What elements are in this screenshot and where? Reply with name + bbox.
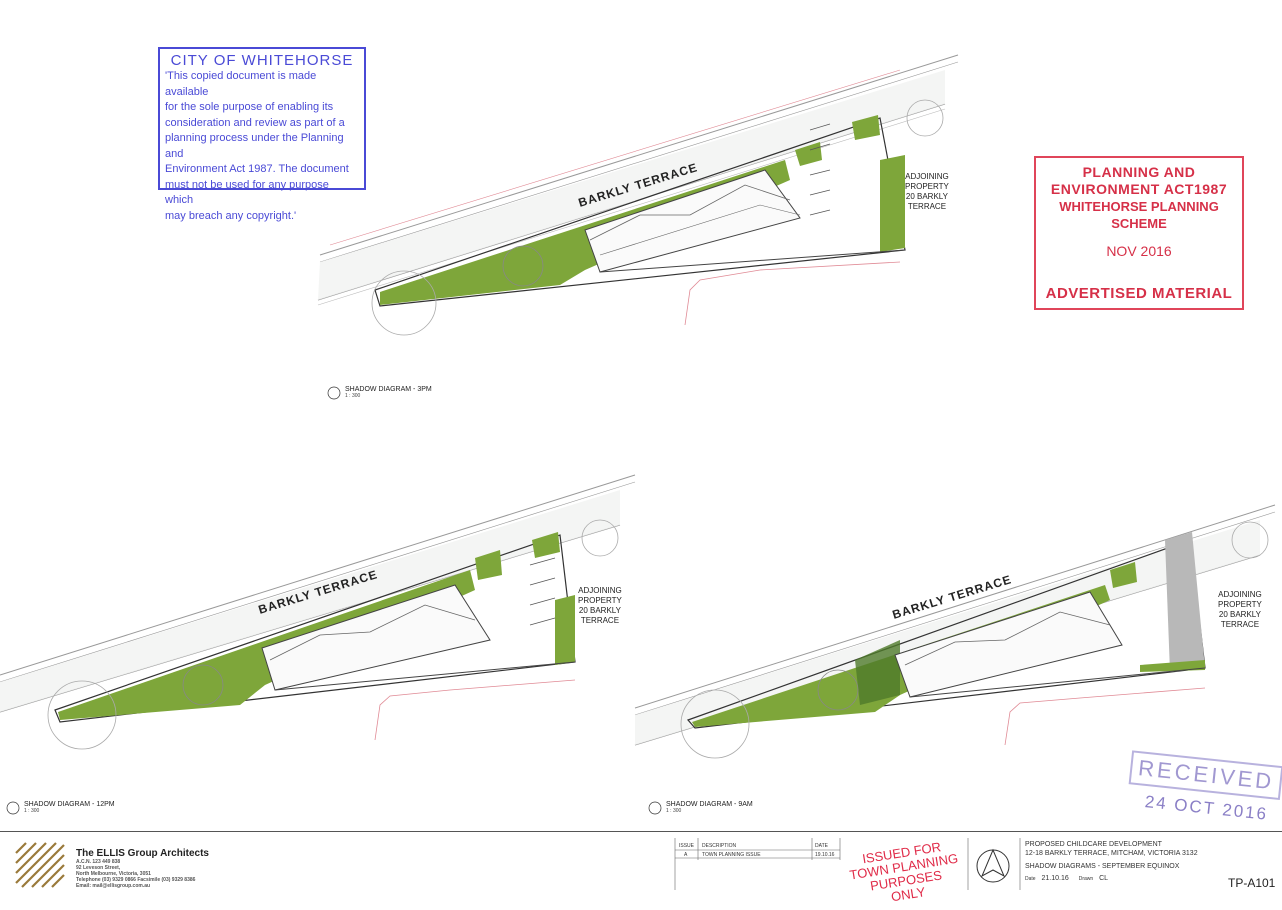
site-plan-3pm bbox=[317, 54, 959, 336]
drawing-number: TP-A101 bbox=[1228, 876, 1276, 890]
diagram-marker-icon bbox=[6, 386, 662, 815]
advertised-material-stamp: PLANNING AND ENVIRONMENT ACT1987 WHITEHO… bbox=[1034, 156, 1244, 310]
description-header: DESCRIPTION bbox=[702, 843, 737, 849]
north-arrow-icon bbox=[976, 848, 1010, 883]
sheet-title: SHADOW DIAGRAMS - SEPTEMBER EQUINOX bbox=[1025, 863, 1180, 870]
date-header: DATE bbox=[815, 843, 828, 849]
site-plans bbox=[0, 54, 1276, 890]
issue-value: A bbox=[684, 852, 688, 858]
firm-logo-icon bbox=[15, 842, 65, 889]
firm-name: The ELLIS Group Architects bbox=[76, 848, 209, 859]
issue-header: ISSUE bbox=[679, 843, 695, 849]
advertised-status: ADVERTISED MATERIAL bbox=[1045, 285, 1233, 302]
site-plan-9am bbox=[634, 504, 1276, 759]
project-details: PROPOSED CHILDCARE DEVELOPMENT 12-18 BAR… bbox=[1025, 841, 1198, 882]
firm-details: The ELLIS Group Architects A.C.N. 123 44… bbox=[76, 848, 209, 889]
title-block-border bbox=[0, 831, 1282, 832]
site-plan-12pm bbox=[0, 474, 636, 750]
issue-date-value: 19.10.16 bbox=[815, 852, 835, 858]
council-stamp-title: CITY OF WHITEHORSE bbox=[170, 52, 354, 69]
council-copyright-stamp: CITY OF WHITEHORSE 'This copied document… bbox=[158, 47, 366, 222]
advertised-date: NOV 2016 bbox=[1106, 243, 1172, 259]
description-value: TOWN PLANNING ISSUE bbox=[702, 852, 761, 858]
